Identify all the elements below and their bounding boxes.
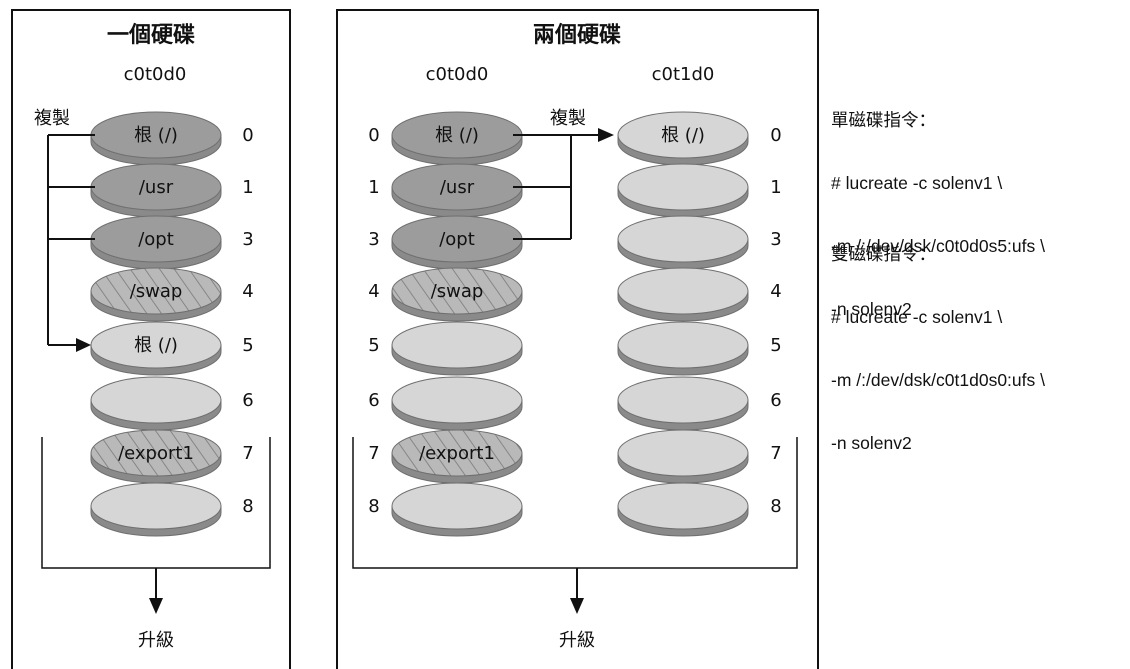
right-disk1-slice-6	[391, 376, 523, 431]
right-disk2-slice-1	[617, 163, 749, 218]
right-panel-frame	[336, 9, 819, 669]
left-disk-slice-number: 4	[242, 281, 253, 302]
right-disk2-slice-3	[617, 215, 749, 270]
right-disk2-slice-5	[617, 321, 749, 376]
right-disk1-slice-label: /export1	[419, 443, 495, 464]
right-disk1-slice-3: /opt	[391, 215, 523, 270]
right-disk1-slice-label: /opt	[439, 229, 475, 250]
right-copy-label: 複製	[550, 108, 586, 129]
dual-cmd-line-2: -m /:/dev/dsk/c0t1d0s0:ufs \	[831, 370, 1045, 390]
left-panel-title: 一個硬碟	[107, 23, 195, 48]
left-disk-slice-6	[90, 376, 222, 431]
left-disk-slice-number: 6	[242, 390, 253, 411]
right-panel-title: 兩個硬碟	[533, 23, 621, 48]
left-disk-slice-label: /usr	[139, 177, 174, 198]
left-disk-slice-number: 5	[242, 335, 253, 356]
left-disk-slice-label: /swap	[130, 281, 183, 302]
dual-disk-commands: 雙磁碟指令： # lucreate -c solenv1 \ -m /:/dev…	[831, 202, 1045, 475]
right-disk2-slice-8	[617, 482, 749, 537]
left-copy-label: 複製	[34, 108, 70, 129]
left-disk-slice-8	[90, 482, 222, 537]
single-cmd-line-3: -n solenv2	[831, 299, 912, 319]
right-upgrade-bracket	[352, 437, 798, 569]
right-disk2-slice-number: 7	[770, 443, 781, 464]
right-disk1-slice-8	[391, 482, 523, 537]
left-disk-slice-1: /usr	[90, 163, 222, 218]
right-disk2-slice-number: 8	[770, 496, 781, 517]
left-disk-slice-label: /export1	[118, 443, 194, 464]
left-disk-slice-label: 根 (/)	[134, 125, 178, 146]
right-disk2-label: c0t1d0	[652, 64, 715, 85]
right-disk1-slice-0: 根 (/)	[391, 111, 523, 166]
right-disk2-slice-4	[617, 267, 749, 322]
right-disk1-slice-label: /usr	[440, 177, 475, 198]
right-disk1-slice-4: /swap	[391, 267, 523, 322]
single-disk-commands: 單磁碟指令： # lucreate -c solenv1 \ -m /:/dev…	[831, 68, 1045, 341]
left-upgrade-label: 升級	[138, 630, 174, 651]
right-disk1-slice-number: 3	[368, 229, 379, 250]
right-disk1-slice-number: 1	[368, 177, 379, 198]
right-disk1-slice-number: 0	[368, 125, 379, 146]
right-disk2-stack: 根 (/) 0 1 3 4 5 6 7 8	[617, 111, 782, 537]
left-disk-slice-4: /swap	[90, 267, 222, 322]
right-disk2-slice-6	[617, 376, 749, 431]
right-disk1-stack: 根 (/) 0/usr 1/opt 3/swap 4 5 6/export1 7 8	[368, 111, 523, 537]
right-upgrade-label: 升級	[559, 630, 595, 651]
right-upgrade-arrowhead	[570, 598, 584, 614]
right-disk1-slice-number: 5	[368, 335, 379, 356]
dual-disk-heading: 雙磁碟指令：	[831, 244, 936, 264]
right-disk1-slice-1: /usr	[391, 163, 523, 218]
left-disk-slice-number: 8	[242, 496, 253, 517]
right-disk2-slice-number: 5	[770, 335, 781, 356]
right-disk1-slice-label: /swap	[431, 281, 484, 302]
left-disk-slice-0: 根 (/)	[90, 111, 222, 166]
left-disk-slice-number: 7	[242, 443, 253, 464]
right-disk2-slice-0: 根 (/)	[617, 111, 749, 166]
left-disk-slice-label: /opt	[138, 229, 174, 250]
left-disk-slice-5: 根 (/)	[90, 321, 222, 376]
left-copy-connector	[47, 134, 95, 346]
single-cmd-line-2: -m /:/dev/dsk/c0t0d0s5:ufs \	[831, 236, 1045, 256]
right-disk2-slice-number: 0	[770, 125, 781, 146]
right-disk1-label: c0t0d0	[426, 64, 489, 85]
right-disk1-slice-label: 根 (/)	[435, 125, 479, 146]
right-disk2-slice-number: 4	[770, 281, 781, 302]
left-disk-slice-number: 1	[242, 177, 253, 198]
dual-cmd-line-3: -n solenv2	[831, 433, 912, 453]
right-disk2-slice-number: 6	[770, 390, 781, 411]
left-copy-arrowhead	[76, 338, 91, 352]
right-disk1-slice-number: 6	[368, 390, 379, 411]
right-disk2-slice-label: 根 (/)	[661, 125, 705, 146]
left-disk-slice-3: /opt	[90, 215, 222, 270]
right-disk1-slice-5	[391, 321, 523, 376]
right-disk1-slice-number: 8	[368, 496, 379, 517]
right-disk1-slice-number: 4	[368, 281, 379, 302]
right-copy-connector	[513, 134, 598, 240]
single-disk-heading: 單磁碟指令：	[831, 110, 936, 130]
right-disk2-slice-7	[617, 429, 749, 484]
right-disk1-slice-number: 7	[368, 443, 379, 464]
left-upgrade-arrowhead	[149, 598, 163, 614]
left-disk-slice-7: /export1	[90, 429, 222, 484]
left-disk-slice-number: 3	[242, 229, 253, 250]
right-copy-arrowhead	[598, 128, 614, 142]
right-disk2-slice-number: 3	[770, 229, 781, 250]
dual-cmd-line-1: # lucreate -c solenv1 \	[831, 307, 1003, 327]
single-cmd-line-1: # lucreate -c solenv1 \	[831, 173, 1003, 193]
left-disk-slice-number: 0	[242, 125, 253, 146]
right-disk1-slice-7: /export1	[391, 429, 523, 484]
left-disk-stack: 根 (/) 0/usr 1/opt 3/swap 4 根 (/) 5 6/export1 7 8	[90, 111, 254, 537]
left-disk-slice-label: 根 (/)	[134, 335, 178, 356]
right-disk2-slice-number: 1	[770, 177, 781, 198]
left-panel-frame	[11, 9, 291, 669]
left-disk-label: c0t0d0	[124, 64, 187, 85]
